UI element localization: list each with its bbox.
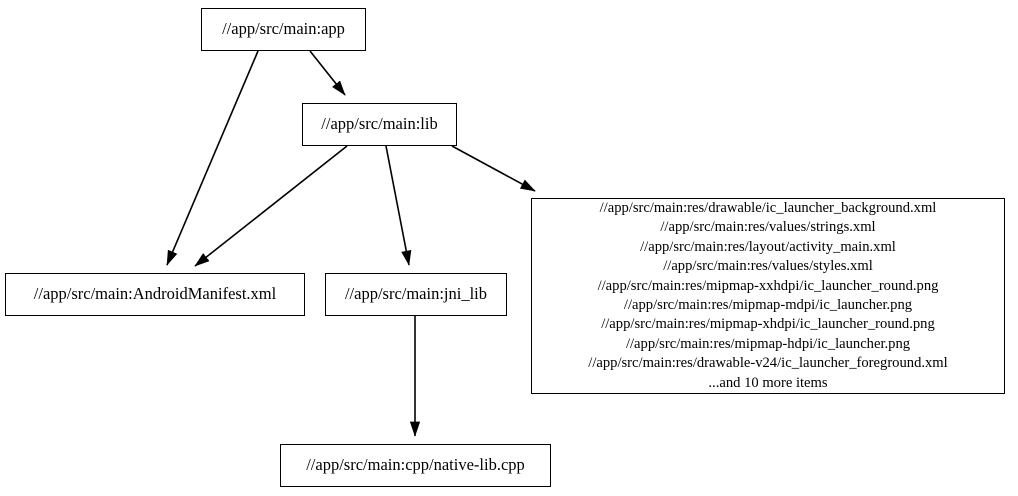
graph-node-app[interactable]: //app/src/main:app xyxy=(201,8,366,51)
graph-node-resources[interactable]: //app/src/main:res/drawable/ic_launcher_… xyxy=(531,198,1005,394)
graph-node-native-lib-cpp[interactable]: //app/src/main:cpp/native-lib.cpp xyxy=(280,444,551,487)
graph-node-lib-label: //app/src/main:lib xyxy=(321,114,438,134)
graph-node-app-label: //app/src/main:app xyxy=(222,19,345,39)
graph-node-jni-lib[interactable]: //app/src/main:jni_lib xyxy=(325,273,507,316)
graph-node-lib[interactable]: //app/src/main:lib xyxy=(302,103,457,146)
edge-app-to-lib xyxy=(309,50,346,96)
graph-node-jni-lib-label: //app/src/main:jni_lib xyxy=(344,284,488,304)
edge-lib-to-jni-lib xyxy=(385,145,412,266)
edge-lib-to-manifest xyxy=(194,145,348,267)
edge-lib-to-resources xyxy=(451,145,536,192)
graph-node-android-manifest[interactable]: //app/src/main:AndroidManifest.xml xyxy=(5,273,305,316)
graph-node-resources-label: //app/src/main:res/drawable/ic_launcher_… xyxy=(588,199,948,391)
graph-node-android-manifest-label: //app/src/main:AndroidManifest.xml xyxy=(33,284,277,304)
edge-app-to-manifest xyxy=(166,50,259,266)
graph-node-native-lib-cpp-label: //app/src/main:cpp/native-lib.cpp xyxy=(306,455,525,475)
